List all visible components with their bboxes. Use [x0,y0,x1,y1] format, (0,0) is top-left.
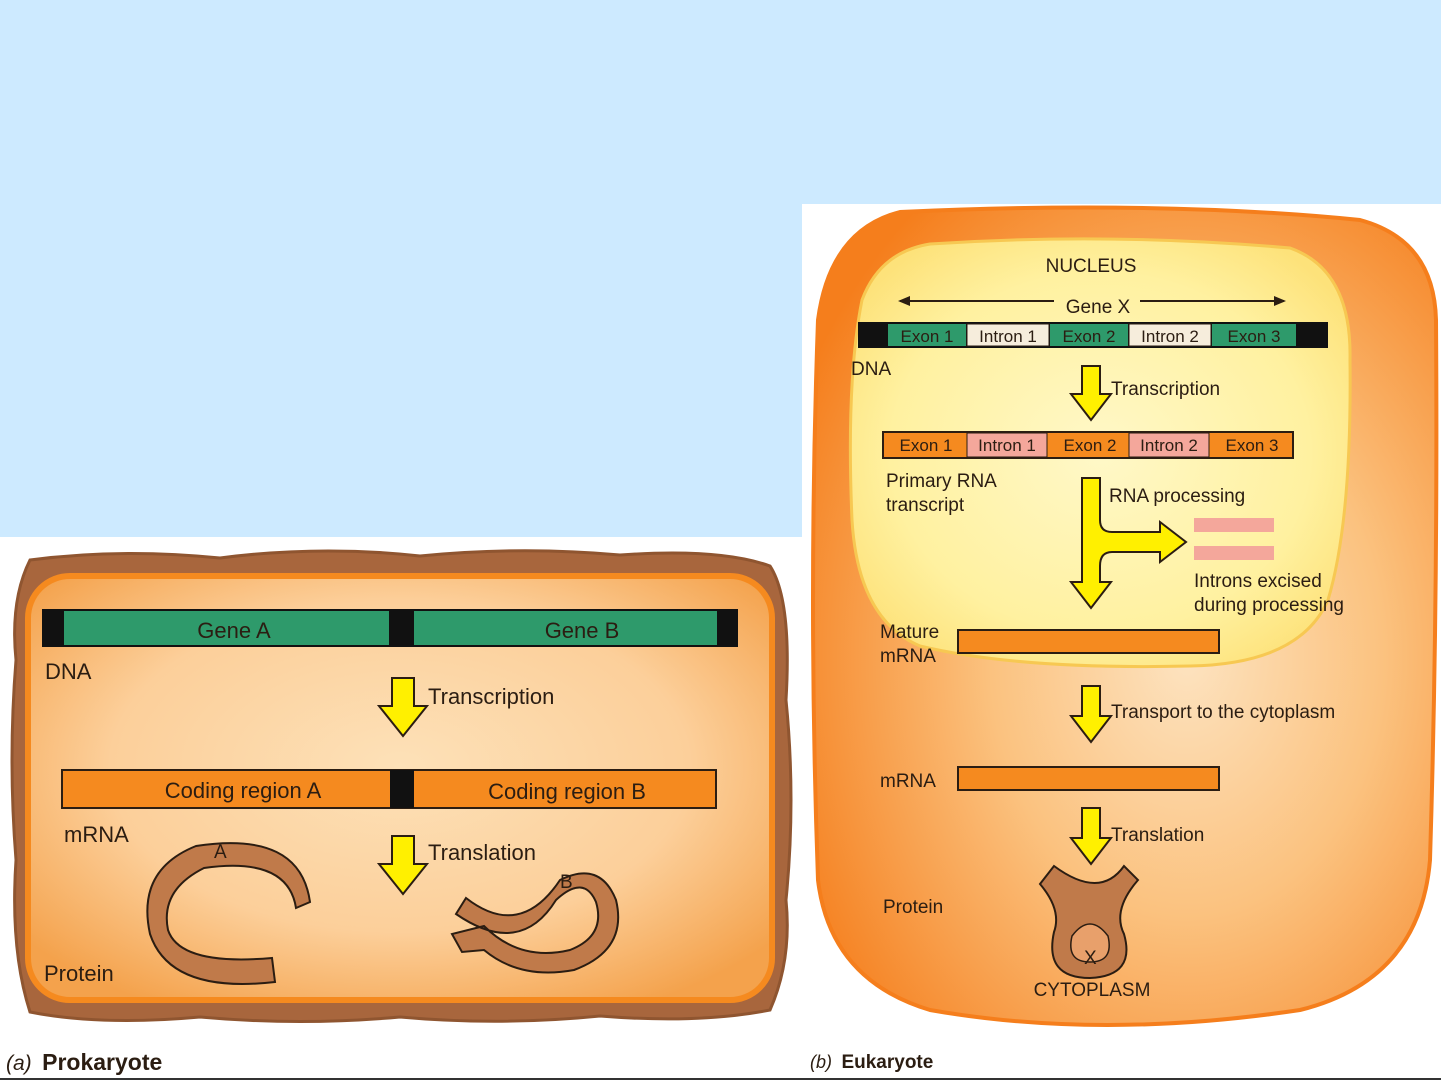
gene-x-label: Gene X [1066,297,1131,318]
transport-label: Transport to the cytoplasm [1111,702,1335,723]
rna-exon-2-label: Exon 2 [1064,436,1117,455]
prokaryote-caption-title: Prokaryote [42,1049,162,1075]
mature-mrna-label: Mature mRNA [880,622,944,667]
eukaryote-translation-arrow [1068,807,1114,866]
gene-b-label: Gene B [545,618,620,643]
protein-x-shape [1038,864,1140,980]
primary-rna-bar: Exon 1 Intron 1 Exon 2 Intron 2 Exon 3 [882,431,1294,459]
dna-intron-2-label: Intron 2 [1141,327,1199,346]
dna-intron-1-label: Intron 1 [979,327,1037,346]
cytoplasm-label: CYTOPLASM [1034,980,1151,1001]
protein-a-marker: A [214,842,227,863]
gene-x-span [898,296,1286,306]
rna-exon-1-label: Exon 1 [900,436,953,455]
eukaryote-caption-prefix: (b) [810,1052,832,1072]
nucleus-label: NUCLEUS [1046,256,1137,277]
prokaryote-caption: (a) Prokaryote [6,1049,162,1075]
prokaryote-dna-bar: Gene A Gene B [42,609,738,647]
eukaryote-dna-label: DNA [851,359,891,380]
introns-excised-label: Introns excised during processing [1194,571,1344,616]
eukaryote-translation-label: Translation [1111,825,1204,846]
prokaryote-translation-label: Translation [428,840,536,865]
prokaryote-transcription-label: Transcription [428,684,554,709]
dna-exon-3 [1212,324,1296,346]
rna-processing-label: RNA processing [1109,486,1245,507]
protein-x-marker: X [1084,948,1097,969]
prokaryote-dna-label: DNA [45,659,92,684]
cytoplasm-mrna-bar [957,766,1220,791]
dna-exon-1 [888,324,966,346]
eukaryote-protein-label: Protein [883,897,943,918]
protein-a-shape [146,842,312,985]
gene-a-segment [64,611,389,645]
prokaryote-protein-label: Protein [44,961,114,986]
dna-exon-3-label: Exon 3 [1228,327,1281,346]
eukaryote-dna-bar: Exon 1 Intron 1 Exon 2 Intron 2 Exon 3 [858,322,1328,348]
prokaryote-transcription-arrow [376,677,430,738]
protein-b-marker: B [560,872,573,893]
rna-intron-2-label: Intron 2 [1140,436,1198,455]
rna-intron-1-label: Intron 1 [978,436,1036,455]
rna-processing-arrow [1068,477,1188,610]
mature-mrna-bar [957,629,1220,654]
dna-intron-1 [966,323,1050,347]
coding-region-b-label: Coding region B [488,779,646,804]
eukaryote-transcription-label: Transcription [1111,379,1220,400]
primary-rna-label: Primary RNA transcript [886,471,1001,516]
eukaryote-caption: (b) Eukaryote [810,1052,933,1073]
rna-intron-1 [966,432,1048,458]
rna-exon-3-label: Exon 3 [1226,436,1279,455]
eukaryote-transcription-arrow [1068,365,1114,422]
coding-region-a-label: Coding region A [165,778,322,803]
gene-a-label: Gene A [197,618,271,643]
prokaryote-caption-prefix: (a) [6,1052,32,1075]
prokaryote-mrna-bar: Coding region A Coding region B [61,769,717,809]
dna-exon-2-label: Exon 2 [1063,327,1116,346]
eukaryote-caption-title: Eukaryote [841,1052,933,1073]
excised-intron-1 [1194,518,1274,532]
prokaryote-translation-arrow [376,835,430,896]
excised-intron-2 [1194,546,1274,560]
dna-exon-2 [1050,324,1128,346]
prokaryote-mrna-label: mRNA [64,822,129,847]
protein-b-shape [450,872,620,974]
dna-exon-1-label: Exon 1 [901,327,954,346]
cytoplasm-mrna-label: mRNA [880,771,936,792]
dna-intron-2 [1128,323,1212,347]
gene-b-segment [414,611,717,645]
rna-intron-2 [1128,432,1210,458]
transport-arrow [1068,685,1114,744]
